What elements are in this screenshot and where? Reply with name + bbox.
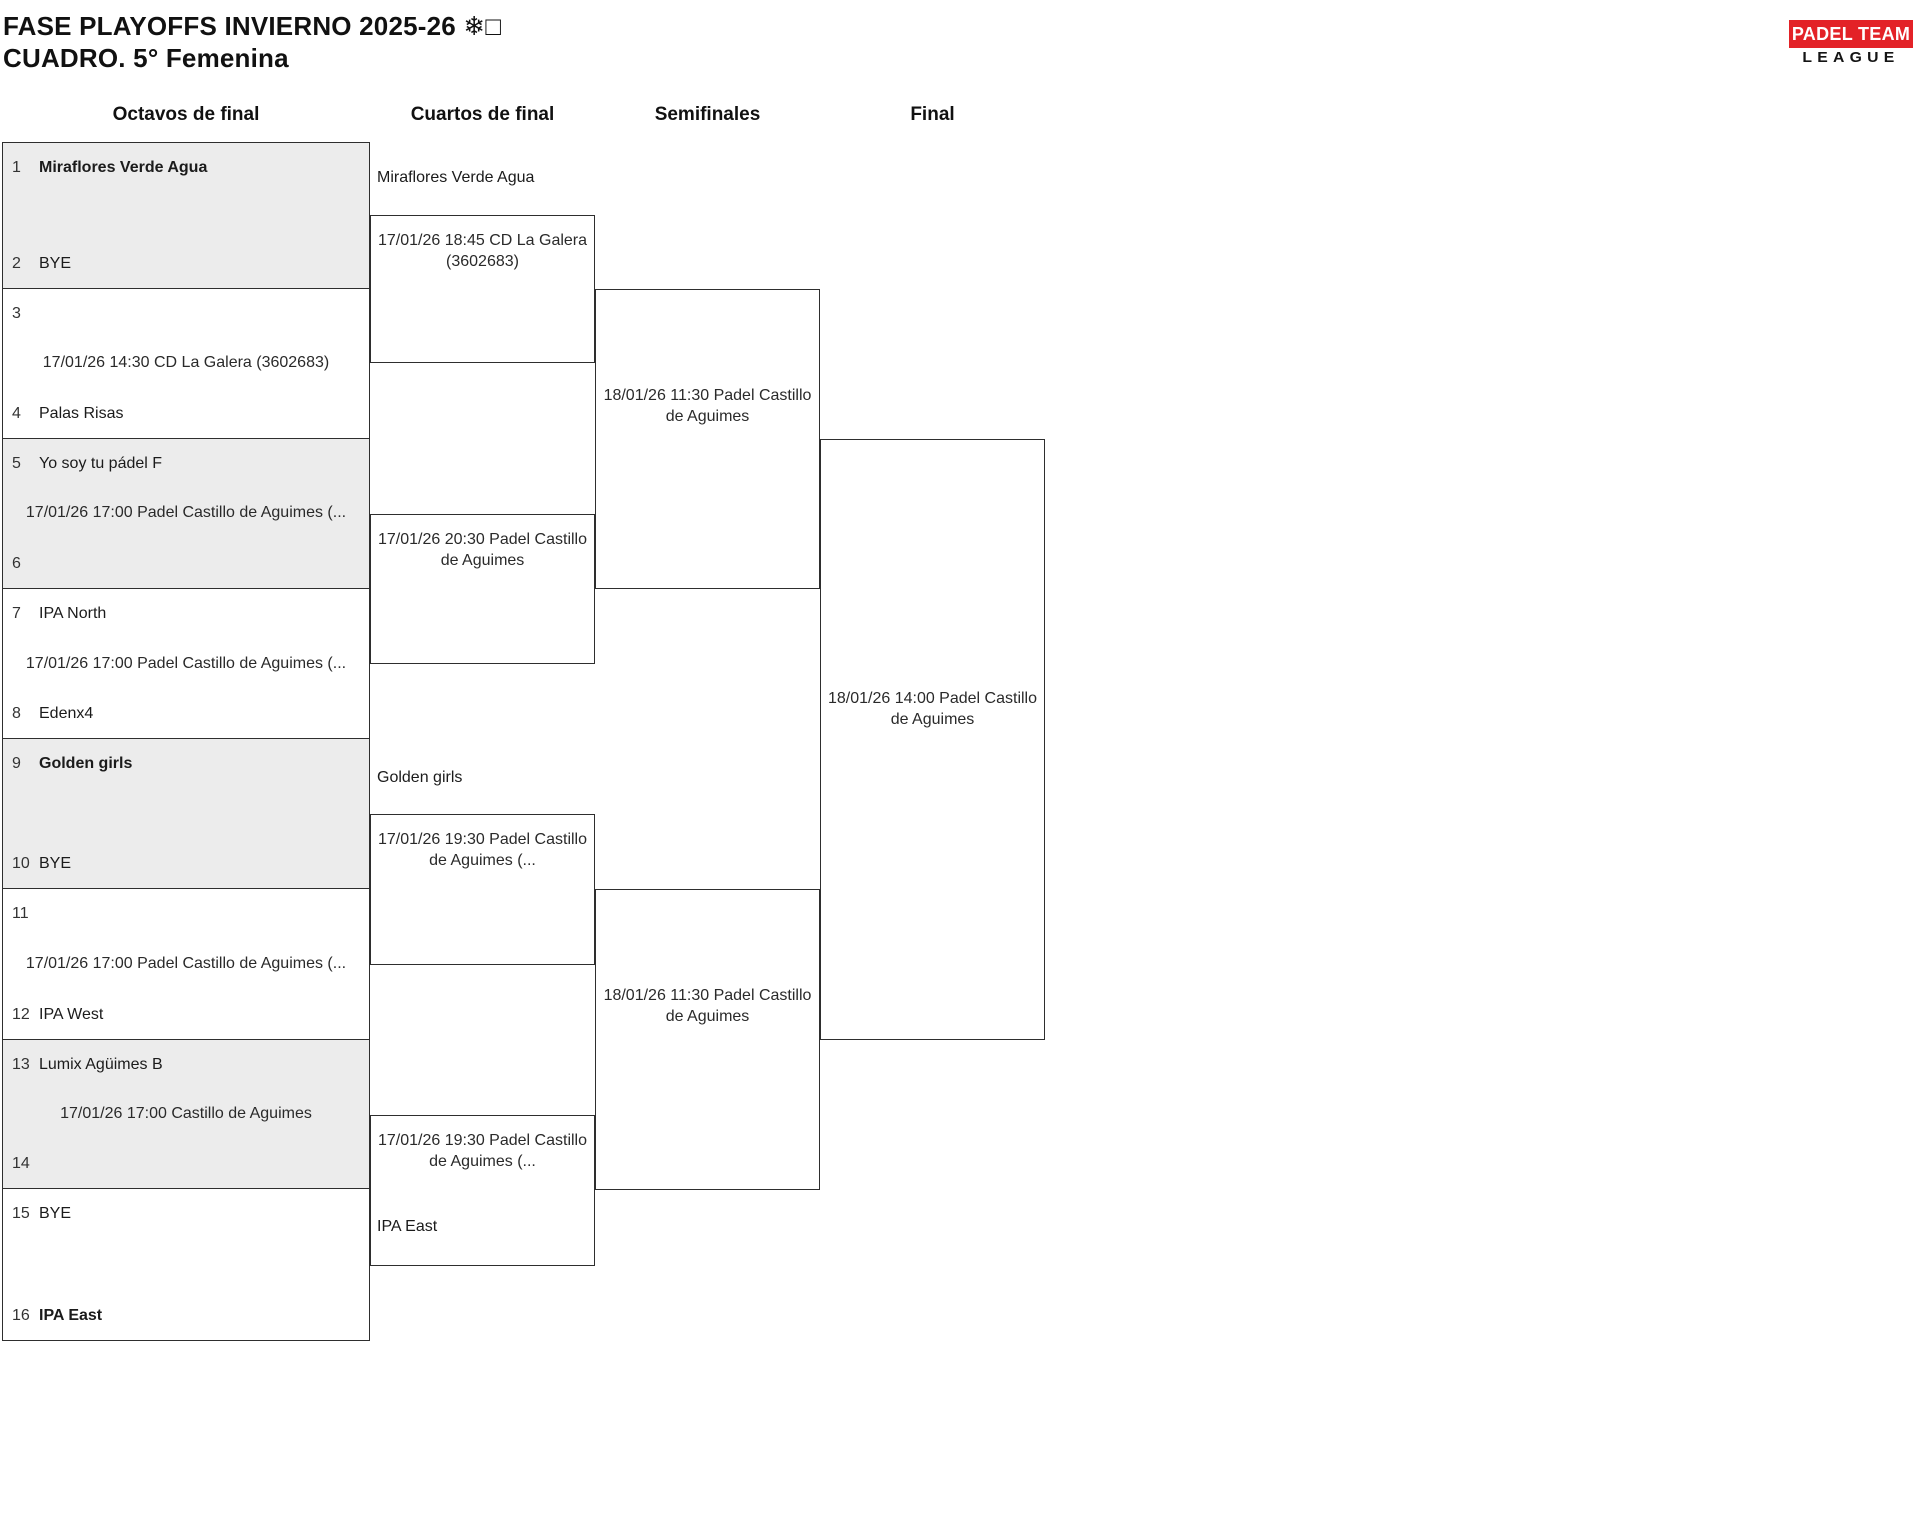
seed-row-15: 15 BYE (3, 1205, 369, 1223)
advancing-team-label-qf4: IPA East (377, 1218, 438, 1235)
match-info: 17/01/26 17:00 Castillo de Aguimes (60, 1104, 312, 1122)
advancing-team-label-qf3: Golden girls (377, 769, 463, 786)
final-box[interactable]: 18/01/26 14:00 Padel Castillo de Aguimes (820, 439, 1045, 1040)
round-header-final: Final (910, 104, 955, 125)
match-info: 18/01/26 11:30 Padel Castillo de Aguimes (603, 987, 812, 1025)
round-header-octavos: Octavos de final (112, 104, 260, 125)
seed-number: 5 (12, 454, 21, 472)
seed-number: 11 (12, 904, 29, 922)
round-header-semifinal: Semifinales (654, 104, 761, 125)
page-title-line1: FASE PLAYOFFS INVIERNO 2025-26 ❄□ (3, 11, 502, 41)
team-name: Golden girls (39, 755, 133, 772)
seed-number: 8 (12, 705, 21, 722)
team-name: IPA East (39, 1307, 103, 1324)
page-title: FASE PLAYOFFS INVIERNO 2025-26 ❄□ CUADRO… (3, 10, 501, 74)
seed-row-8: 8 Edenx4 (3, 705, 369, 723)
match-info: 18/01/26 11:30 Padel Castillo de Aguimes (603, 387, 812, 425)
seed-row-10: 10 BYE (3, 855, 369, 873)
seed-number: 14 (12, 1155, 30, 1173)
match-info: 17/01/26 17:00 Padel Castillo de Aguimes… (25, 954, 347, 972)
match-info: 17/01/26 19:30 Padel Castillo de Aguimes… (377, 831, 588, 869)
page-title-line2: CUADRO. 5° Femenina (3, 43, 289, 73)
seed-row-4: 4 Palas Risas (3, 405, 369, 423)
seed-row-1: 1 Miraflores Verde Agua (3, 159, 369, 177)
seed-number: 1 (12, 159, 21, 176)
advancing-team-label-qf1: Miraflores Verde Agua (377, 169, 535, 186)
r16-pair-9-10[interactable]: 9 Golden girls 10 BYE (3, 739, 369, 889)
seed-row-13: 13 Lumix Agüimes B (3, 1056, 369, 1074)
seed-row-16: 16 IPA East (3, 1307, 369, 1325)
seed-number: 9 (12, 755, 21, 772)
seed-number: 4 (12, 404, 21, 422)
seed-number: 13 (12, 1055, 30, 1073)
r16-pair-1-2[interactable]: 1 Miraflores Verde Agua 2 BYE (3, 143, 369, 289)
seed-number: 12 (12, 1005, 30, 1023)
quarterfinal-3-box[interactable]: 17/01/26 19:30 Padel Castillo de Aguimes… (370, 814, 595, 965)
r16-pair-11-12[interactable]: 11 17/01/26 17:00 Padel Castillo de Agui… (3, 888, 369, 1040)
team-name: IPA North (39, 605, 107, 623)
seed-row-6: 6 (3, 555, 369, 573)
seed-row-12: 12 IPA West (3, 1006, 369, 1024)
seed-number: 6 (12, 555, 21, 573)
team-name: Palas Risas (39, 404, 124, 422)
seed-row-7: 7 IPA North (3, 605, 369, 623)
seed-number: 3 (12, 304, 21, 322)
seed-row-14: 14 (3, 1155, 369, 1173)
quarterfinal-1-box[interactable]: 17/01/26 18:45 CD La Galera (3602683) (370, 215, 595, 363)
semifinal-1-box[interactable]: 18/01/26 11:30 Padel Castillo de Aguimes (595, 289, 820, 589)
quarterfinal-4-box[interactable]: 17/01/26 19:30 Padel Castillo de Aguimes… (370, 1115, 595, 1266)
team-name: Edenx4 (39, 705, 94, 722)
match-info: 17/01/26 17:00 Padel Castillo de Aguimes… (25, 504, 347, 522)
padel-team-league-logo: PADEL TEAM LEAGUE (1789, 20, 1913, 66)
match-info: 17/01/26 17:00 Padel Castillo de Aguimes… (25, 654, 347, 672)
team-name: Lumix Agüimes B (39, 1055, 163, 1073)
team-name: Miraflores Verde Agua (39, 159, 208, 176)
team-name: IPA West (39, 1005, 104, 1023)
team-name: BYE (39, 854, 72, 872)
r16-pair-7-8[interactable]: 7 IPA North 17/01/26 17:00 Padel Castill… (3, 589, 369, 739)
seed-number: 2 (12, 254, 21, 272)
team-name: BYE (39, 254, 72, 272)
seed-row-3: 3 (3, 305, 369, 323)
quarterfinal-2-box[interactable]: 17/01/26 20:30 Padel Castillo de Aguimes (370, 514, 595, 664)
seed-row-9: 9 Golden girls (3, 755, 369, 773)
r16-pair-5-6[interactable]: 5 Yo soy tu pádel F 17/01/26 17:00 Padel… (3, 438, 369, 590)
match-info: 17/01/26 18:45 CD La Galera (3602683) (377, 232, 588, 270)
seed-row-2: 2 BYE (3, 255, 369, 273)
match-info: 18/01/26 14:00 Padel Castillo de Aguimes (827, 690, 1038, 728)
seed-number: 15 (12, 1205, 30, 1223)
round-header-cuartos: Cuartos de final (410, 104, 555, 125)
logo-wordmark-top: PADEL TEAM (1789, 20, 1913, 48)
team-name: Yo soy tu pádel F (39, 454, 163, 472)
seed-number: 10 (12, 854, 30, 872)
r16-pair-3-4[interactable]: 3 17/01/26 14:30 CD La Galera (3602683) … (3, 288, 369, 439)
team-name: BYE (39, 1205, 72, 1223)
match-info: 17/01/26 14:30 CD La Galera (3602683) (42, 354, 330, 372)
r16-pair-13-14[interactable]: 13 Lumix Agüimes B 17/01/26 17:00 Castil… (3, 1039, 369, 1190)
seed-row-5: 5 Yo soy tu pádel F (3, 455, 369, 473)
semifinal-2-box[interactable]: 18/01/26 11:30 Padel Castillo de Aguimes (595, 889, 820, 1190)
match-info: 17/01/26 19:30 Padel Castillo de Aguimes… (377, 1132, 588, 1170)
r16-pair-15-16[interactable]: 15 BYE 16 IPA East (3, 1189, 369, 1340)
seed-number: 7 (12, 605, 21, 623)
logo-wordmark-bottom: LEAGUE (1802, 49, 1900, 66)
match-info: 17/01/26 20:30 Padel Castillo de Aguimes (377, 531, 588, 569)
seed-number: 16 (12, 1307, 30, 1324)
round16-column: 1 Miraflores Verde Agua 2 BYE 3 17/01/26… (2, 142, 370, 1341)
seed-row-11: 11 (3, 905, 369, 923)
